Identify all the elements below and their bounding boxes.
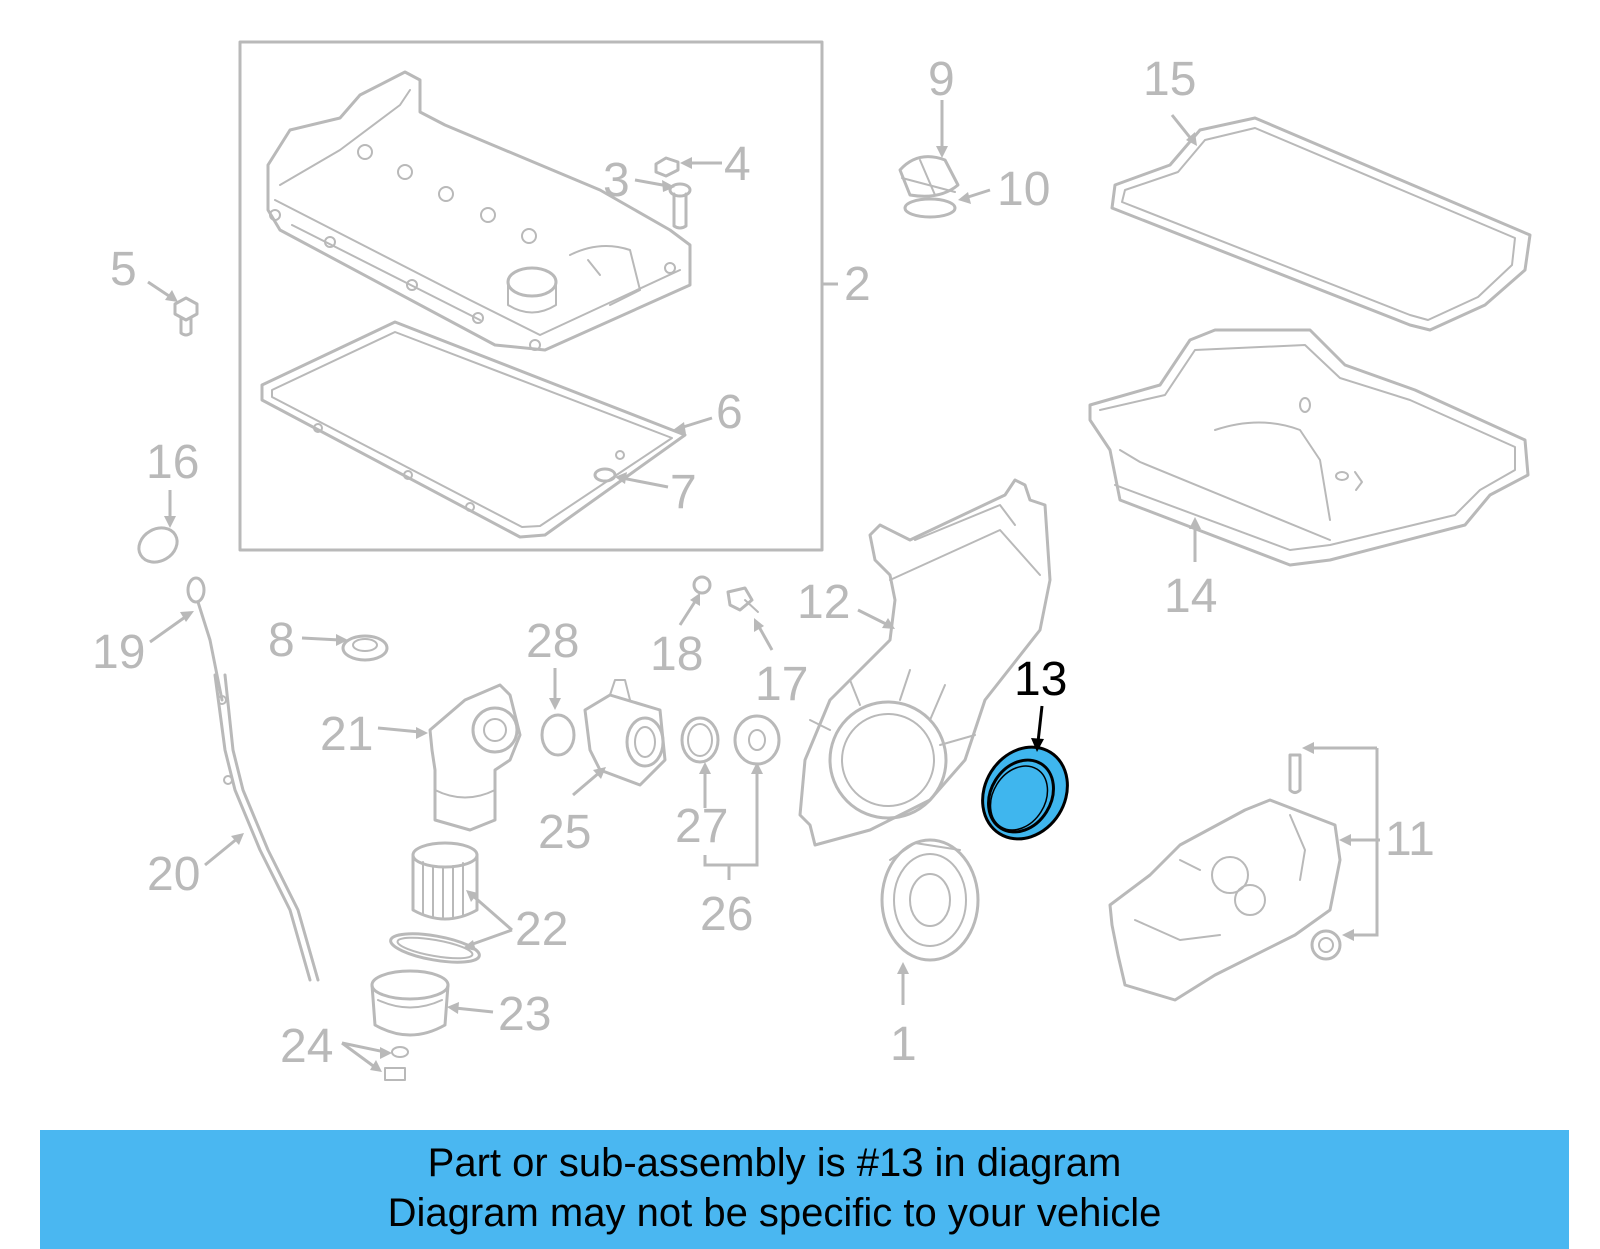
crankshaft-seal-highlighted <box>981 745 1069 841</box>
label-22: 22 <box>515 903 568 956</box>
label-21: 21 <box>320 708 373 761</box>
label-17: 17 <box>755 658 808 711</box>
label-3: 3 <box>603 154 630 207</box>
label-4: 4 <box>724 138 751 191</box>
label-23: 23 <box>498 988 551 1041</box>
bolt-3 <box>668 182 692 230</box>
dipstick <box>186 576 224 702</box>
label-26: 26 <box>700 888 753 941</box>
valve-cover-inset-box <box>238 40 824 552</box>
label-18: 18 <box>650 628 703 681</box>
seal-7 <box>593 467 617 483</box>
label-15: 15 <box>1143 53 1196 106</box>
leader-lines <box>147 100 1380 1072</box>
oil-pan-gasket <box>1110 116 1532 332</box>
oil-cooler <box>583 679 667 787</box>
seal-8 <box>341 634 389 662</box>
label-1: 1 <box>890 1018 917 1071</box>
label-5: 5 <box>110 243 137 296</box>
label-6: 6 <box>716 386 743 439</box>
label-16: 16 <box>146 436 199 489</box>
plug-16 <box>137 526 179 564</box>
label-27: 27 <box>675 800 728 853</box>
oil-filter <box>389 841 481 964</box>
valve-cover <box>266 70 692 352</box>
banner-part-text: Part or sub-assembly is #13 in diagram <box>427 1141 1122 1185</box>
label-11: 11 <box>1385 813 1435 866</box>
valve-cover-gasket <box>260 320 687 539</box>
oil-filler-cap <box>898 155 960 198</box>
label-10: 10 <box>997 163 1050 216</box>
label-8: 8 <box>268 614 295 667</box>
label-28: 28 <box>526 615 579 668</box>
label-7: 7 <box>670 466 697 519</box>
label-13: 13 <box>1014 653 1067 706</box>
bolt-5 <box>173 296 199 337</box>
oil-filler-gasket <box>903 197 957 219</box>
o-ring-27-inner <box>687 723 713 757</box>
info-banner: Part or sub-assembly is #13 in diagram D… <box>40 1130 1569 1249</box>
plug-26 <box>733 714 781 766</box>
label-14: 14 <box>1164 570 1217 623</box>
crankshaft-pulley <box>880 838 980 962</box>
o-ring-28 <box>540 713 576 757</box>
timing-cover <box>798 478 1052 847</box>
sensor-17 <box>726 586 759 613</box>
o-ring-27 <box>680 716 720 764</box>
label-12: 12 <box>797 576 850 629</box>
drain-fittings-24 <box>384 1046 409 1081</box>
oil-filter-housing <box>428 683 522 832</box>
oil-pump-housing <box>1108 753 1342 1002</box>
label-24: 24 <box>280 1020 333 1073</box>
seal-18 <box>692 575 712 595</box>
dipstick-tube <box>213 673 320 982</box>
label-25: 25 <box>538 806 591 859</box>
oil-pan <box>1088 328 1530 567</box>
banner-disclaimer-text: Diagram may not be specific to your vehi… <box>387 1191 1162 1235</box>
label-20: 20 <box>147 848 200 901</box>
label-19: 19 <box>92 626 145 679</box>
label-9: 9 <box>928 53 955 106</box>
oil-filter-cap <box>370 969 450 1037</box>
nut-4 <box>654 156 680 178</box>
label-2: 2 <box>844 258 871 311</box>
